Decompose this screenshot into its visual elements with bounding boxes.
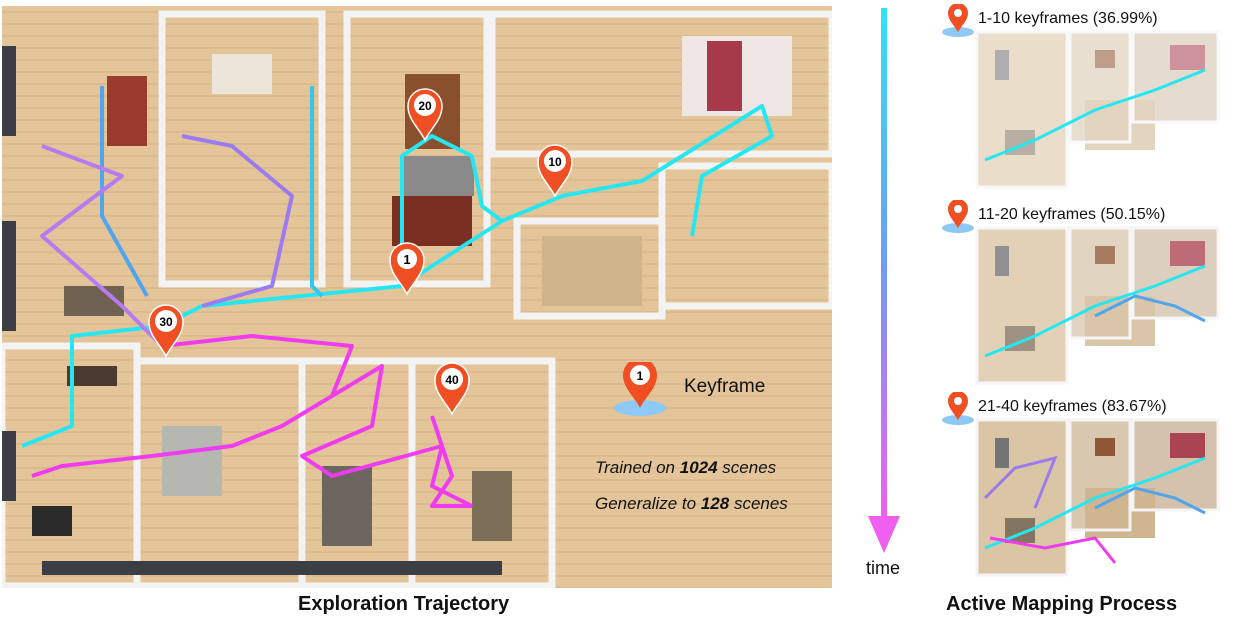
keyframe-marker-20: 20 xyxy=(407,88,443,142)
generalize-scene-count: 128 xyxy=(700,494,730,513)
panel-mini-map xyxy=(975,418,1220,578)
svg-text:30: 30 xyxy=(159,315,173,329)
caption-trained: Trained on 1024 scenes xyxy=(595,458,777,477)
svg-text:20: 20 xyxy=(418,99,432,113)
furniture xyxy=(32,36,792,546)
panel-mini-map xyxy=(975,30,1220,190)
panel-title: 1-10 keyframes (36.99%) xyxy=(978,10,1158,27)
legend-keyframe-icon: 1 xyxy=(614,362,666,416)
keyframe-markers: 1 10 20 30 40 xyxy=(148,88,573,416)
keyframe-marker-30: 30 xyxy=(148,304,184,358)
svg-text:1: 1 xyxy=(403,252,410,267)
keyframe-marker-40: 40 xyxy=(434,362,470,416)
panel-mini-map xyxy=(975,226,1220,386)
caption-generalize: Generalize to 128 scenes xyxy=(595,494,788,513)
keyframe-marker-1: 1 xyxy=(389,242,425,296)
windows xyxy=(2,46,502,575)
keyframe-marker-10: 10 xyxy=(537,144,573,198)
panel-keyframe-icon xyxy=(942,200,974,233)
svg-text:1: 1 xyxy=(637,369,644,383)
time-arrow xyxy=(868,8,900,553)
exploration-trajectory-title: Exploration Trajectory xyxy=(298,593,510,615)
panel-title: 11-20 keyframes (50.15%) xyxy=(978,206,1166,223)
legend-label: Keyframe xyxy=(684,376,766,397)
time-label: time xyxy=(866,558,901,578)
trajectory xyxy=(21,86,774,508)
panel-keyframe-icon xyxy=(942,392,974,425)
svg-text:10: 10 xyxy=(548,155,562,169)
exploration-floor-plan: 1 10 20 30 40 xyxy=(2,6,832,588)
active-mapping-title: Active Mapping Process xyxy=(946,593,1178,615)
panel-title: 21-40 keyframes (83.67%) xyxy=(978,398,1167,415)
panel-keyframe-icon xyxy=(942,4,974,37)
svg-text:40: 40 xyxy=(445,373,459,387)
walls xyxy=(2,10,832,588)
train-scene-count: 1024 xyxy=(679,458,718,477)
